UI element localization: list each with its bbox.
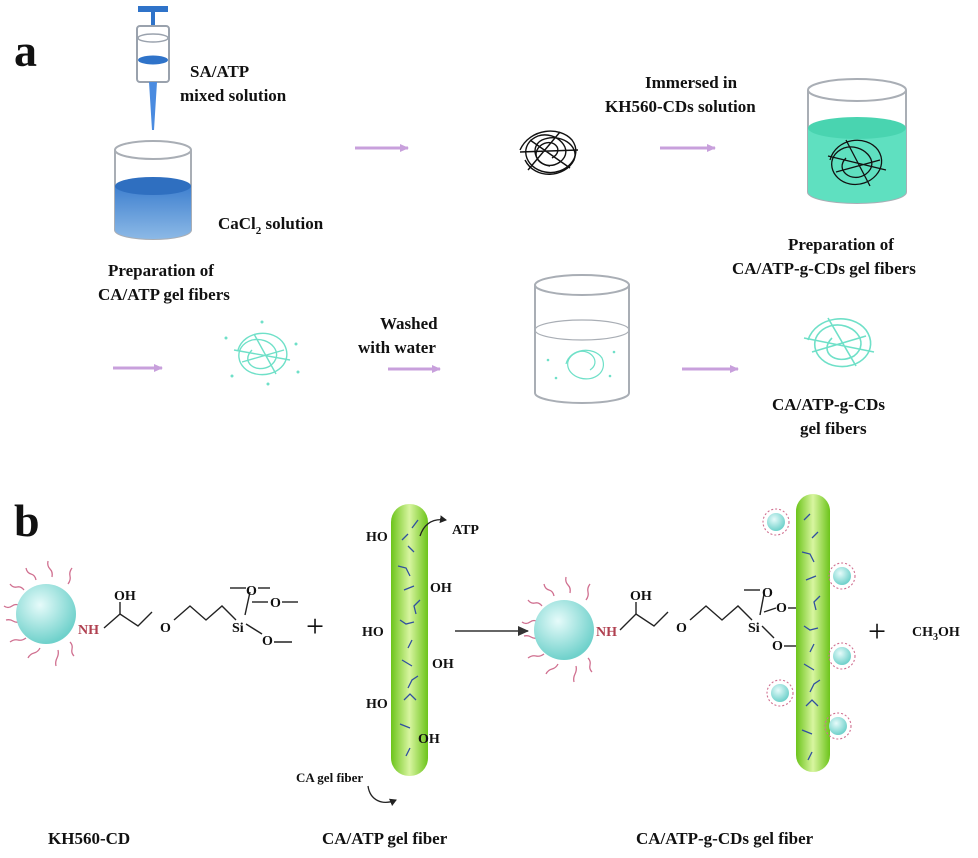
panel-b-letter: b	[14, 495, 40, 546]
syringe-label-1: SA/ATP	[190, 62, 249, 81]
cacl2-beaker-icon	[114, 140, 192, 240]
cacl2-label: CaCl2 solution	[218, 214, 324, 237]
black-fiber-ball-icon	[519, 130, 579, 175]
oh-label-4: OH	[418, 732, 440, 747]
oh-label-1: OH	[114, 589, 136, 604]
ho-label-2: HO	[362, 625, 384, 640]
immersed-label-2: KH560-CDs solution	[605, 97, 756, 116]
prep-ca-atp-label-1: Preparation of	[108, 261, 214, 280]
washed-label-2: with water	[358, 338, 436, 357]
si-o-label-1: O	[246, 584, 257, 599]
methanol-label: CH3OH	[912, 625, 960, 643]
grafted-cd-icon	[767, 513, 785, 531]
product-o-label-2: O	[776, 601, 787, 616]
ca-atp-g-cds-gel-fiber	[762, 494, 856, 772]
product-nh-label: NH	[596, 625, 617, 640]
immersed-label-1: Immersed in	[645, 73, 738, 92]
teal-fiber-ball-icon	[224, 320, 300, 386]
product-si-label: Si	[748, 621, 760, 636]
syringe-icon	[136, 6, 170, 130]
caption-grafted-gel-fiber: CA/ATP-g-CDs gel fiber	[636, 829, 814, 848]
ether-o-label: O	[160, 621, 171, 636]
product-carbon-dot-icon	[534, 600, 594, 660]
caption-ca-atp-gel-fiber: CA/ATP gel fiber	[322, 829, 448, 848]
atp-chains	[397, 519, 421, 757]
gel-fiber-rod	[391, 504, 428, 776]
water-beaker-icon	[534, 274, 630, 404]
ho-label-3: HO	[366, 697, 388, 712]
ho-label-1: HO	[366, 530, 388, 545]
prep-ca-atp-label-2: CA/ATP gel fibers	[98, 285, 230, 304]
grafted-cd-particles	[762, 508, 856, 740]
product-o-label-1: O	[762, 586, 773, 601]
ca-atp-gel-fiber: HO OH HO OH HO OH ATP CA gel fiber	[296, 504, 479, 807]
syringe-label-2: mixed solution	[180, 86, 287, 105]
plus-sign-2: +	[868, 613, 886, 649]
grafted-cd-icon	[833, 647, 851, 665]
grafted-cd-icon	[771, 684, 789, 702]
product-kh560-cd: NH OH O Si O O O	[521, 576, 800, 683]
caption-kh560-cd: KH560-CD	[48, 829, 130, 848]
cds-solution-beaker-icon	[807, 78, 907, 204]
panel-a-letter: a	[14, 25, 37, 76]
si-o-label-2: O	[270, 596, 281, 611]
oh-label-2: OH	[430, 581, 452, 596]
washed-label-1: Washed	[380, 314, 438, 333]
product-o-label-3: O	[772, 639, 783, 654]
si-o-label-3: O	[262, 634, 273, 649]
carbon-dot-icon	[16, 584, 76, 644]
nh-label: NH	[78, 623, 99, 638]
grafted-cd-icon	[833, 567, 851, 585]
oh-label-3: OH	[432, 657, 454, 672]
grafted-fibers-label-2: gel fibers	[800, 419, 867, 438]
ca-gel-fiber-label: CA gel fiber	[296, 770, 363, 785]
kh560-cd-molecule: NH OH O Si O O O	[3, 560, 298, 667]
product-atp-chains	[801, 513, 821, 761]
plus-sign-1: +	[306, 608, 324, 644]
grafted-cd-icon	[829, 717, 847, 735]
atp-label: ATP	[452, 523, 479, 538]
grafted-fibers-label-1: CA/ATP-g-CDs	[772, 395, 885, 414]
prep-grafted-label-2: CA/ATP-g-CDs gel fibers	[732, 259, 916, 278]
product-gel-fiber-rod	[796, 494, 830, 772]
product-ether-o-label: O	[676, 621, 687, 636]
product-oh-label: OH	[630, 589, 652, 604]
prep-grafted-label-1: Preparation of	[788, 235, 894, 254]
product-cd-hairs	[521, 576, 593, 683]
grafted-fiber-ball-icon	[803, 317, 875, 368]
si-label: Si	[232, 621, 244, 636]
